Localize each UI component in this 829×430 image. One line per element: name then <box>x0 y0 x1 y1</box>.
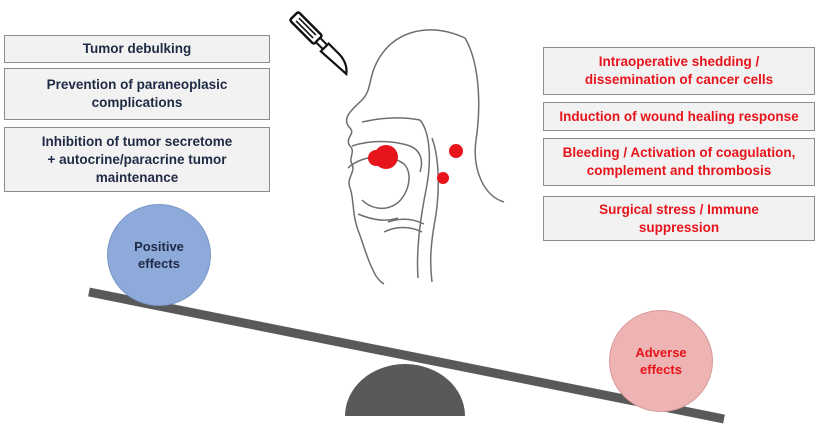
positive-effect-paraneoplasic: Prevention of paraneoplasic complication… <box>4 68 270 120</box>
adverse-effect-immune: Surgical stress / Immune suppression <box>543 196 815 241</box>
positive-effect-secretome: Inhibition of tumor secretome + autocrin… <box>4 127 270 192</box>
adverse-effect-shedding: Intraoperative shedding / dissemination … <box>543 47 815 95</box>
adverse-effect-wound-healing: Induction of wound healing response <box>543 102 815 131</box>
adverse-effect-bleeding: Bleeding / Activation of coagulation, co… <box>543 138 815 186</box>
tumor-markers <box>368 144 463 184</box>
positive-effects-weight: Positive effects <box>107 204 211 306</box>
positive-effect-debulking: Tumor debulking <box>4 35 270 63</box>
adverse-effects-weight: Adverse effects <box>609 310 713 412</box>
seesaw-fulcrum <box>345 364 465 416</box>
seesaw-beam <box>88 287 725 424</box>
scalpel-icon <box>289 11 348 77</box>
